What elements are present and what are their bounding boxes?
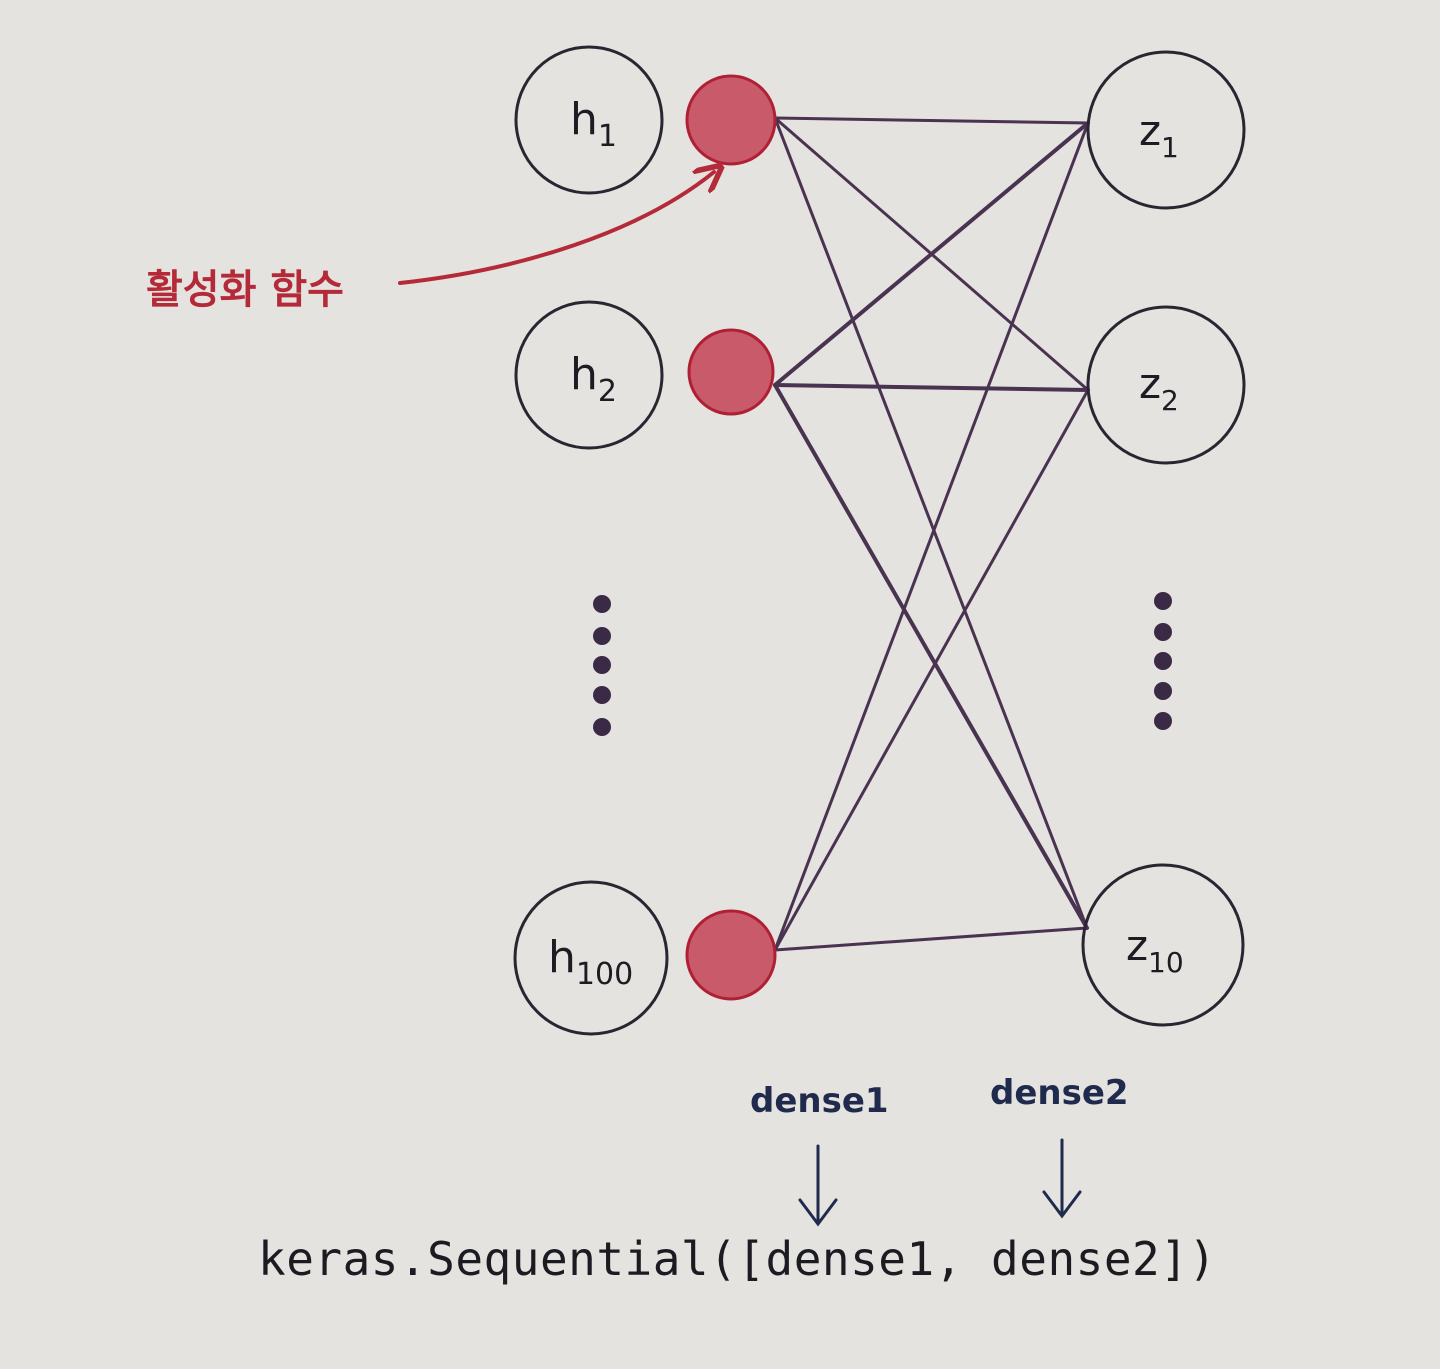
output-neuron-z1: z1 <box>1086 50 1246 210</box>
edge-h100-z1 <box>773 121 1090 952</box>
activation-node-2 <box>687 328 775 416</box>
dense1-label: dense1 <box>750 1081 889 1121</box>
input-neuron-label: h2 <box>570 349 617 409</box>
output-neuron-z10: z10 <box>1081 863 1245 1027</box>
edge-h100-z2 <box>773 388 1090 952</box>
annotation-arrow <box>398 172 714 285</box>
activation-node-1 <box>685 74 777 166</box>
input-neuron-label: h100 <box>548 932 633 992</box>
keras-sequential-code: keras.Sequential([dense1, dense2]) <box>258 1232 1217 1286</box>
edge-h1-z10 <box>773 116 1089 930</box>
input-neuron-h1: h1 <box>514 45 664 195</box>
input-ellipsis-dots <box>593 595 611 736</box>
activation-node-100 <box>685 909 777 1001</box>
output-neuron-label: z10 <box>1126 921 1184 979</box>
activation-function-annotation: 활성화 함수 <box>146 267 344 313</box>
output-neuron-label: z2 <box>1139 359 1179 417</box>
input-neuron-label: h1 <box>570 94 617 154</box>
input-neuron-h2: h2 <box>514 300 664 450</box>
edge-h2-z2 <box>773 383 1090 392</box>
edge-h100-z10 <box>773 926 1089 952</box>
edge-h1-z1 <box>773 116 1090 125</box>
output-ellipsis-dots <box>1154 592 1172 730</box>
connection-edges <box>773 116 1090 952</box>
dense2-label: dense2 <box>990 1073 1129 1113</box>
output-neuron-label: z1 <box>1139 106 1179 164</box>
edge-h2-z10 <box>773 383 1089 930</box>
output-neuron-z2: z2 <box>1086 305 1246 465</box>
input-neuron-h100: h100 <box>513 880 669 1036</box>
dense2-down-arrow <box>1042 1138 1082 1219</box>
edge-h2-z1 <box>773 121 1090 387</box>
dense1-down-arrow <box>798 1144 838 1227</box>
